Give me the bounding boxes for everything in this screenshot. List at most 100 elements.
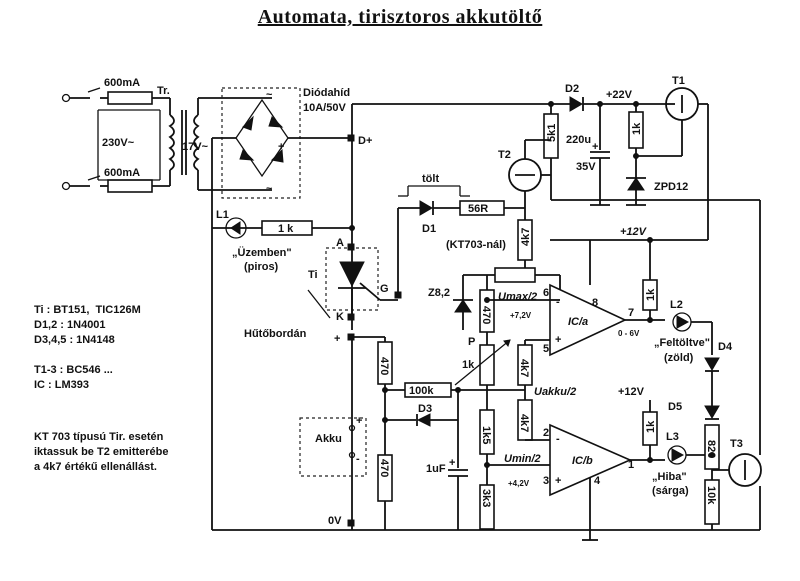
label-r1k-l1: 1 k <box>278 223 294 235</box>
label-ic-a: IC/a <box>568 316 588 328</box>
label-akku: Akku <box>315 433 342 445</box>
bridge-rectifier <box>211 87 352 530</box>
label-ic-b: IC/b <box>572 455 593 467</box>
label-pin8: 8 <box>592 297 598 309</box>
fuse-bottom <box>107 179 153 193</box>
label-d3: D3 <box>418 403 432 415</box>
label-sarga: (sárga) <box>652 485 689 497</box>
label-r820: 820 <box>705 440 717 458</box>
label-v72: +7,2V <box>510 311 532 320</box>
label-r4k7-a: 4k7 <box>518 359 530 377</box>
label-gate: G <box>380 283 389 295</box>
ground-rail <box>212 529 760 541</box>
label-bridge-ac2: ~ <box>266 183 273 195</box>
label-d1: D1 <box>422 223 436 235</box>
label-kt703: (KT703-nál) <box>446 239 506 251</box>
label-d4: D4 <box>718 341 733 353</box>
label-d5: D5 <box>668 401 682 413</box>
label-r470-div: 470 <box>480 306 492 324</box>
label-r1k-l3: 1k <box>645 420 657 433</box>
label-t1: T1 <box>672 75 685 87</box>
label-r470-hyst: 470 <box>378 357 390 375</box>
label-plus-k: + <box>334 333 340 345</box>
label-c1u-plus: + <box>449 457 455 469</box>
label-hutobordan: Hűtőbordán <box>244 328 307 340</box>
t2-gate-drive <box>397 139 761 455</box>
diagram-title: Automata, tirisztoros akkutöltő <box>257 6 543 28</box>
transformer <box>168 97 272 191</box>
label-l2: L2 <box>670 299 683 311</box>
label-fuse-top: 600mA <box>104 77 140 89</box>
label-t2: T2 <box>498 149 511 161</box>
label-out-range: 0 - 6V <box>618 329 640 338</box>
label-r4k7-b: 4k7 <box>518 414 530 432</box>
fuse-top <box>107 91 153 105</box>
label-umax: Umax/2 <box>498 291 537 303</box>
battery-divider <box>377 337 525 530</box>
label-zold: (zöld) <box>664 352 694 364</box>
comparator-b <box>549 400 762 530</box>
label-t3: T3 <box>730 438 743 450</box>
label-zero-v: 0V <box>328 515 342 527</box>
label-bridge-name: Diódahíd <box>303 87 350 99</box>
l1-indicator <box>212 217 355 239</box>
label-pin5: 5 <box>543 343 549 355</box>
label-uzemben: „Üzemben" <box>232 246 292 259</box>
label-zpd12: ZPD12 <box>654 181 688 193</box>
label-umin: Umin/2 <box>504 453 541 465</box>
kt703-note: KT 703 típusú Tir. esetén iktassuk be T2… <box>34 431 169 473</box>
label-r1k5: 1k5 <box>480 426 492 444</box>
battery <box>299 336 385 530</box>
label-fuse-bottom: 600mA <box>104 167 140 179</box>
label-d2: D2 <box>565 83 579 95</box>
label-pin7: 7 <box>628 307 634 319</box>
label-minus-a: - <box>556 296 560 308</box>
label-transformer: Tr. <box>157 85 170 97</box>
label-c-plus: + <box>592 141 598 153</box>
parts-list: Ti : BT151, TIC126M D1,2 : 1N4001 D3,4,5… <box>34 304 141 391</box>
label-l1: L1 <box>216 209 229 221</box>
label-pot-p: P <box>468 336 475 348</box>
label-v35: 35V <box>576 161 596 173</box>
label-v22: +22V <box>606 89 633 101</box>
label-feltoltve: „Feltöltve" <box>654 337 710 349</box>
label-r100k: 100k <box>409 385 434 397</box>
label-pin6: 6 <box>543 287 549 299</box>
label-akku-minus: - <box>356 453 360 465</box>
label-hiba: „Hiba" <box>652 471 687 483</box>
mains-input <box>61 87 171 193</box>
label-uakku: Uakku/2 <box>534 386 576 398</box>
label-tolt: tölt <box>422 173 439 185</box>
label-plus12-top: +12V <box>620 226 648 238</box>
label-pin4: 4 <box>594 475 601 487</box>
label-l3: L3 <box>666 431 679 443</box>
label-v42: +4,2V <box>508 479 530 488</box>
label-secondary: 17V~ <box>182 141 209 153</box>
label-r4k7-t2: 4k7 <box>520 228 532 246</box>
label-piros: (piros) <box>244 261 279 273</box>
reference-divider <box>453 267 561 530</box>
label-z82: Z8,2 <box>428 287 450 299</box>
label-ti: Ti <box>308 269 318 281</box>
label-r470-bot: 470 <box>378 459 390 477</box>
label-node-k: K <box>336 311 344 323</box>
label-bridge-plus: + <box>278 141 284 153</box>
label-r3k3: 3k3 <box>480 489 492 507</box>
label-c1u: 1uF <box>426 463 446 475</box>
label-r1k-l2: 1k <box>645 288 657 301</box>
component-labels: 600mA 600mA 230V~ Tr. 17V~ Diódahíd 10A/… <box>102 75 743 527</box>
label-plus-b: + <box>555 475 561 487</box>
comparator-a <box>549 237 720 410</box>
label-pin3: 3 <box>543 475 549 487</box>
main-rail <box>347 87 709 330</box>
label-pin1: 1 <box>628 459 634 471</box>
label-plus12-b: +12V <box>618 386 645 398</box>
label-plus-a: + <box>555 334 561 346</box>
label-bridge-ac1: ~ <box>266 89 273 101</box>
label-r10k: 10k <box>705 486 717 505</box>
label-bridge-rating: 10A/50V <box>303 102 346 114</box>
label-minus-b: - <box>556 433 560 445</box>
label-r5k1: 5k1 <box>546 124 558 142</box>
label-r1k-zener: 1k <box>631 122 643 135</box>
